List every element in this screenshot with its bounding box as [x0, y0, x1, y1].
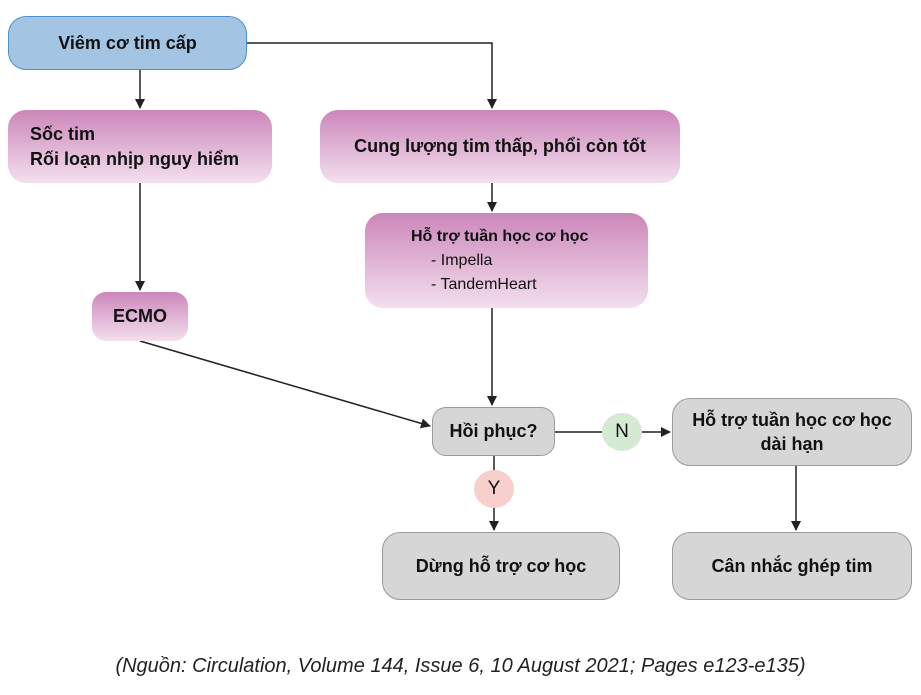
yes-label: Y [474, 470, 514, 508]
node-label: Viêm cơ tim cấp [58, 32, 197, 53]
edge-ecmo-recovery [139, 340, 431, 429]
node-label: Dừng hỗ trợ cơ học [415, 555, 587, 576]
node-label: dài hạn [760, 434, 824, 454]
node-label: Cung lượng tim thấp, phổi còn tốt [354, 136, 646, 156]
mcs-item-tandemheart: - TandemHeart [431, 275, 537, 293]
node-label: Sốc tim [30, 123, 96, 144]
node-label: ECMO [113, 306, 167, 326]
mcs-item-impella: - Impella [431, 251, 493, 269]
node-long-term-mcs: Hỗ trợ tuần học cơ học dài hạn [672, 398, 912, 466]
node-acute-myocarditis: Viêm cơ tim cấp [8, 16, 247, 70]
edge-acute-lowoutput [247, 42, 497, 109]
node-label: Rối loạn nhịp nguy hiểm [30, 148, 239, 169]
node-low-output: Cung lượng tim thấp, phổi còn tốt [320, 110, 680, 183]
node-ecmo: ECMO [92, 292, 188, 341]
no-label: N [602, 413, 642, 451]
node-transplant: Cân nhắc ghép tim [672, 532, 912, 600]
node-label: Cân nhắc ghép tim [711, 555, 873, 576]
node-mcs: Hỗ trợ tuần học cơ học - Impella - TandemH… [365, 213, 648, 308]
node-recovery: Hồi phục? [432, 407, 555, 456]
source-caption: (Nguồn: Circulation, Volume 144, Issue 6… [115, 655, 806, 677]
node-label: Hỗ trợ tuần học cơ học [411, 227, 589, 245]
node-stop-support: Dừng hỗ trợ cơ học [382, 532, 620, 600]
node-label: Hỗ trợ tuần học cơ học [692, 410, 892, 430]
node-label: Hồi phục? [449, 421, 538, 441]
